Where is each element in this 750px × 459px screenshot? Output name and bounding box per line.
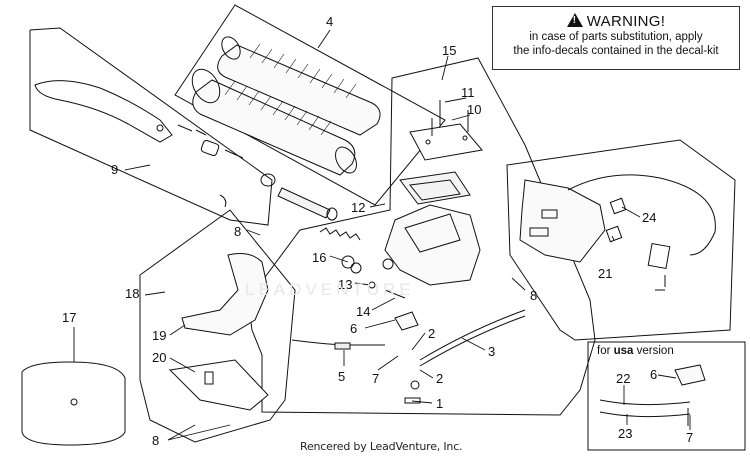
usa-version-label: for usa version <box>597 345 674 357</box>
callout-5: 5 <box>338 369 345 384</box>
usa-version-frame <box>587 341 746 451</box>
callout-numbers: 4 15 11 10 9 12 24 8 16 13 8 21 18 17 14… <box>62 14 693 448</box>
callout-19: 19 <box>152 328 166 343</box>
warning-triangle-icon <box>566 13 583 27</box>
callout-6-usa: 6 <box>650 367 657 382</box>
callout-23: 23 <box>618 426 632 441</box>
watermark: LEADVENTURE <box>245 280 415 299</box>
handlebar-grip-upper <box>217 36 381 136</box>
callout-20: 20 <box>152 350 166 365</box>
callout-9: 9 <box>111 162 118 177</box>
callout-16: 16 <box>312 250 326 265</box>
footer-credit: Rencered by LeadVenture, Inc. <box>300 440 463 453</box>
callout-13: 13 <box>338 277 352 292</box>
callout-11: 11 <box>461 85 475 100</box>
usa-switch-parts <box>599 364 706 426</box>
brake-switch-and-hose <box>291 289 526 404</box>
usa-label-bold: usa <box>613 345 634 357</box>
callout-4: 4 <box>326 14 333 29</box>
hand-guard <box>168 253 269 411</box>
callout-24: 24 <box>642 210 656 225</box>
warning-line-2: the info-decals contained in the decal-k… <box>513 45 719 57</box>
warning-line-1: in case of parts substitution, apply <box>529 31 703 43</box>
storage-bag <box>21 361 126 446</box>
usa-label-prefix: for <box>597 345 614 357</box>
lever-group-frame <box>29 27 273 226</box>
callout-6: 6 <box>350 321 357 336</box>
callout-21: 21 <box>598 266 612 281</box>
callout-leaders <box>73 29 691 441</box>
piston-parts <box>260 173 376 289</box>
callout-7: 7 <box>372 371 379 386</box>
callout-15: 15 <box>442 43 456 58</box>
warning-title-text: WARNING! <box>586 13 666 30</box>
guard-group-frame <box>139 209 296 443</box>
master-cylinder-frame <box>247 57 596 416</box>
callout-17: 17 <box>62 310 76 325</box>
warning-title: WARNING! <box>493 12 739 30</box>
callout-18: 18 <box>125 286 139 301</box>
brake-lever <box>34 80 244 208</box>
callout-14: 14 <box>356 304 370 319</box>
callout-12: 12 <box>351 200 365 215</box>
callout-3: 3 <box>488 344 495 359</box>
callout-8-right: 8 <box>530 288 537 303</box>
callout-7-usa: 7 <box>686 430 693 445</box>
usa-label-suffix: version <box>633 345 674 357</box>
callout-8-lower: 8 <box>152 433 159 448</box>
grips-group-frame <box>174 4 446 206</box>
switch-group-frame <box>506 139 736 341</box>
warning-box: WARNING! in case of parts substitution, … <box>492 6 740 70</box>
master-cylinder-body <box>382 100 483 286</box>
callout-8-upper: 8 <box>234 224 241 239</box>
callout-2-lower: 2 <box>436 371 443 386</box>
callout-22: 22 <box>616 371 630 386</box>
handlebar-grip-lower <box>191 68 357 176</box>
switch-housing <box>519 174 716 291</box>
callout-2-upper: 2 <box>428 326 435 341</box>
callout-1: 1 <box>436 396 443 411</box>
callout-10: 10 <box>467 102 481 117</box>
